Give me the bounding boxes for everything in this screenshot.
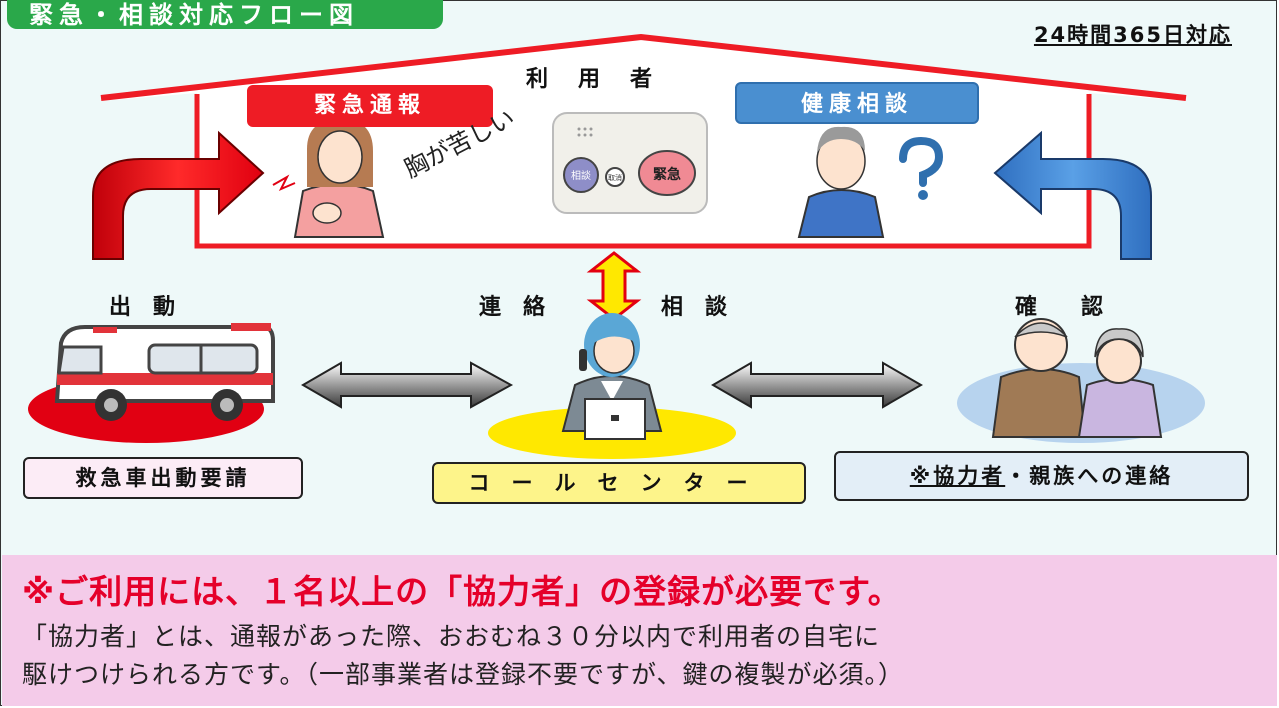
- contact-supporters-suffix: ・親族への連絡: [1005, 464, 1174, 488]
- man-illustration: [797, 126, 944, 238]
- service-hours-label: 24時間365日対応: [1033, 23, 1232, 47]
- ambulance-request-box: 救急車出動要請: [23, 457, 303, 499]
- left-gray-arrow: [301, 361, 514, 409]
- right-gray-arrow: [711, 361, 923, 409]
- consult-label: 相 談: [661, 295, 728, 320]
- ambulance-illustration: [28, 323, 275, 443]
- supporter-term: ※協力者: [909, 464, 1006, 488]
- contact-consult-arrow: [586, 251, 642, 321]
- dispatch-label: 出 動: [109, 295, 176, 320]
- confirm-arrow: [993, 130, 1152, 260]
- dispatch-arrow: [92, 130, 265, 260]
- call-center-operator-illustration: [488, 313, 736, 459]
- flow-title-tab: 緊急・相談対応フロー図: [7, 0, 443, 29]
- health-consult-tag: 健康相談: [735, 82, 979, 124]
- notice-line-1: 「協力者」とは、通報があった際、おおむね３０分以内で利用者の自宅に: [22, 622, 881, 651]
- contact-label: 連 絡: [479, 295, 546, 320]
- device-emergency-button-label: 緊急: [653, 166, 681, 183]
- registration-notice: ※ご利用には、１名以上の「協力者」の登録が必要です。 「協力者」とは、通報があっ…: [2, 555, 1277, 706]
- notice-headline: ※ご利用には、１名以上の「協力者」の登録が必要です。: [22, 572, 902, 611]
- family-illustration: [957, 318, 1205, 443]
- notice-line-2: 駆けつけられる方です。（一部事業者は登録不要ですが、鍵の複製が必須。）: [22, 660, 905, 689]
- call-center-box: コールセンター: [432, 462, 806, 504]
- emergency-call-tag: 緊急通報: [247, 85, 493, 127]
- user-label: 利用者: [526, 67, 683, 92]
- confirm-label: 確 認: [1015, 295, 1104, 320]
- device-cancel-button-label: 取消: [608, 173, 622, 182]
- woman-illustration: [272, 119, 385, 238]
- contact-supporters-box: ※協力者・親族への連絡: [834, 451, 1249, 501]
- emergency-device-illustration: 相談 取消 緊急: [552, 112, 708, 214]
- device-consult-button-label: 相談: [571, 169, 591, 182]
